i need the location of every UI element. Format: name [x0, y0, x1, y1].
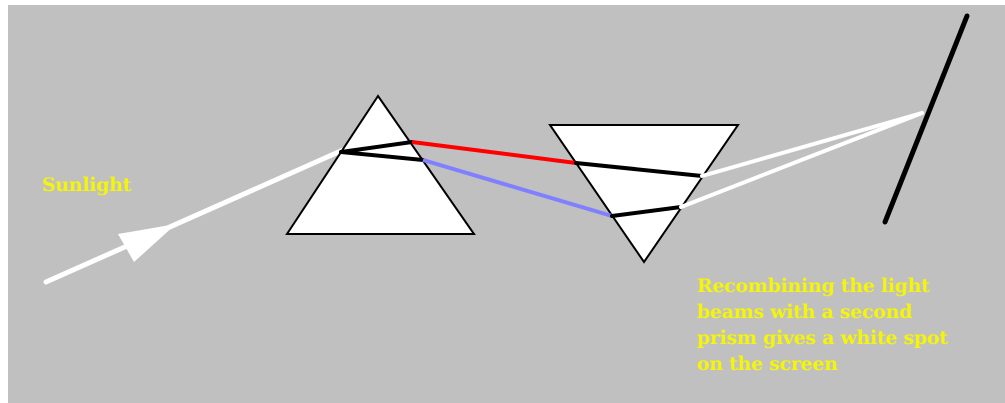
caption: Recombining the light beams with a secon…: [697, 273, 948, 377]
recombined-beam-lower: [679, 111, 924, 209]
sunlight-arrowhead: [118, 224, 176, 262]
recombined-beam-upper: [700, 111, 924, 178]
sunlight-label: Sunlight: [42, 174, 132, 196]
caption-line: prism gives a white spot: [697, 327, 948, 349]
sunlight-beam: [43, 147, 346, 285]
screen: [882, 13, 970, 225]
caption-line: beams with a second: [697, 301, 913, 323]
first-prism: [285, 94, 476, 235]
first-prism-internal-beam-upper: [339, 140, 414, 154]
second-prism-internal-beam-upper: [574, 161, 704, 178]
diagram-background: [8, 5, 1005, 403]
first-prism-internal-beam-lower: [339, 150, 425, 162]
second-prism-internal-beam-lower: [610, 205, 683, 218]
caption-line: on the screen: [697, 353, 838, 375]
caption-line: Recombining the light: [697, 275, 930, 297]
violet-beam: [422, 158, 613, 218]
red-beam: [411, 140, 577, 165]
second-prism: [548, 124, 740, 264]
